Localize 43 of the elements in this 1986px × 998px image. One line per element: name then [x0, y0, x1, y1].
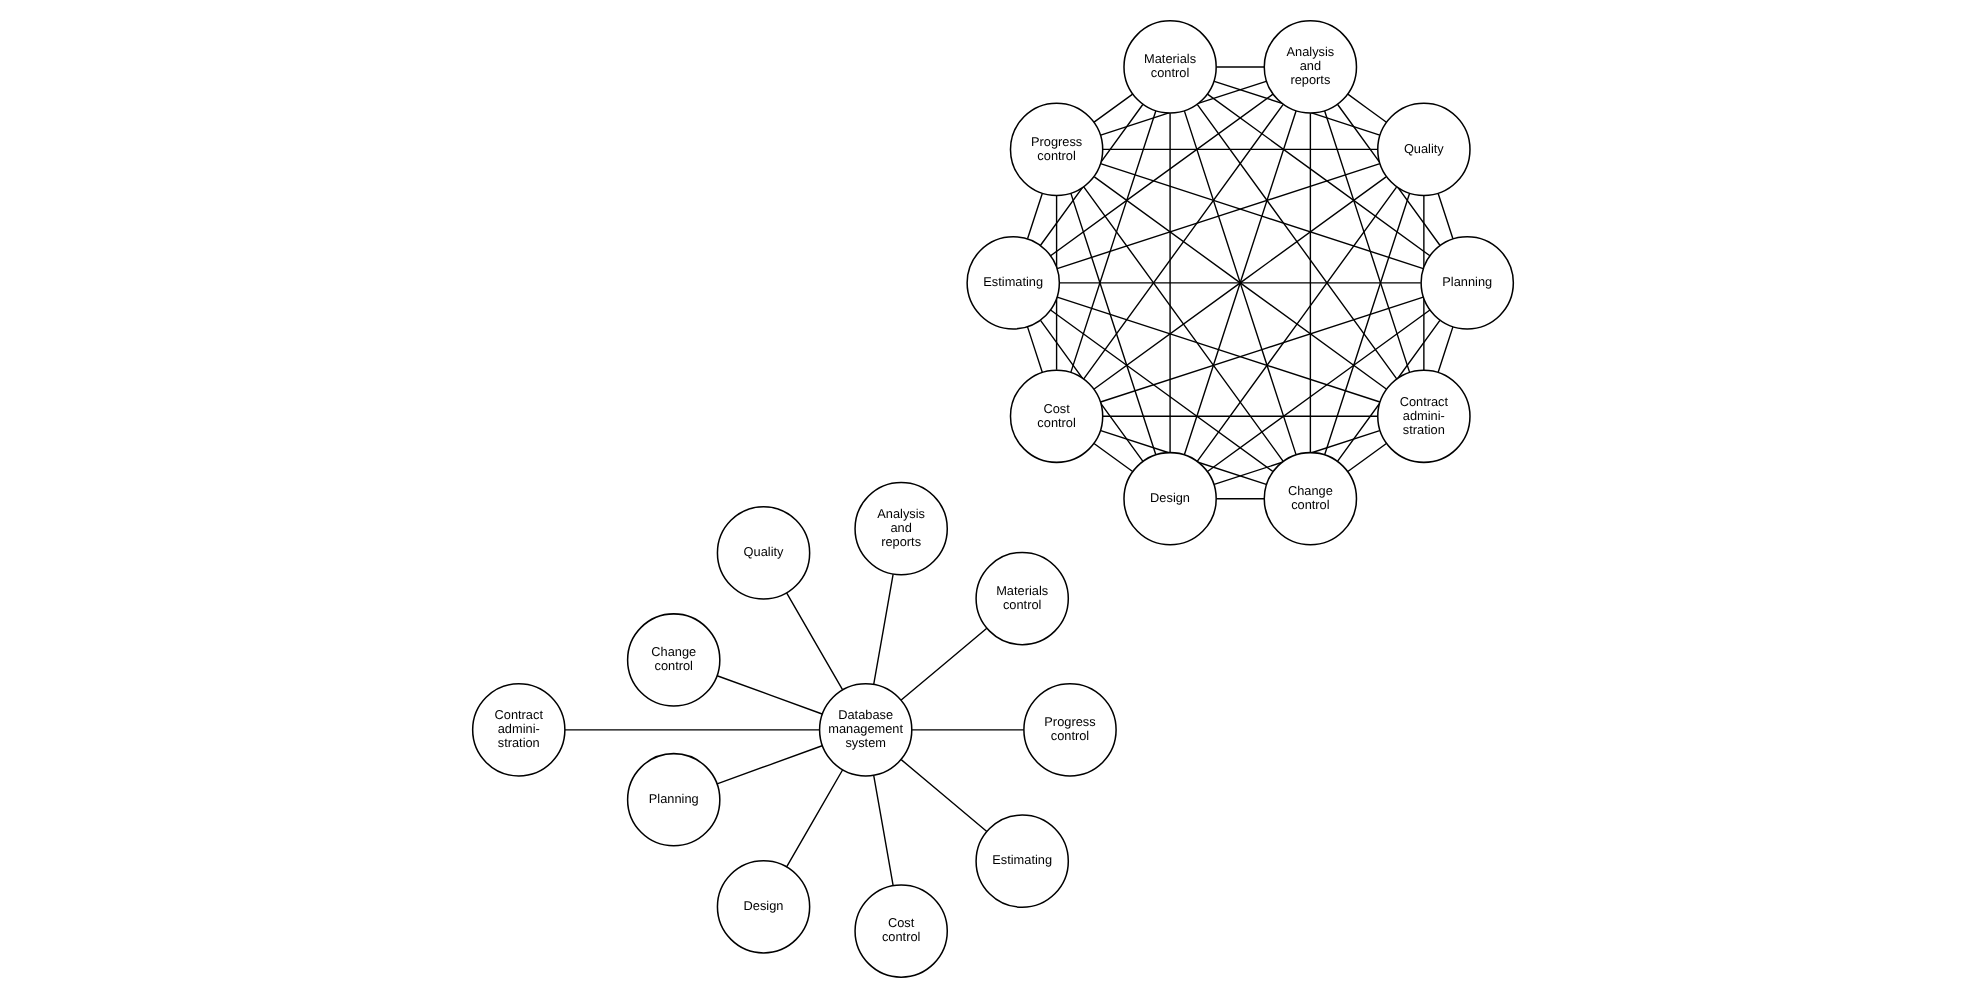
connector — [911, 729, 1025, 731]
connector — [1347, 442, 1388, 473]
connector — [716, 745, 823, 785]
connector — [1169, 112, 1171, 454]
connector — [1183, 110, 1297, 456]
connector — [785, 769, 844, 868]
connector — [1196, 186, 1398, 463]
connector — [873, 573, 894, 685]
connector — [1215, 66, 1265, 68]
connector — [1056, 296, 1381, 403]
connector — [1196, 103, 1398, 380]
connector — [1049, 309, 1274, 473]
connector — [1093, 93, 1134, 123]
connector — [1215, 498, 1265, 500]
connector — [1437, 192, 1454, 240]
connector — [900, 627, 988, 701]
connector — [1083, 186, 1284, 462]
connector — [1058, 282, 1422, 284]
connector — [1026, 192, 1043, 240]
connector — [1026, 326, 1043, 373]
connector — [1083, 103, 1284, 380]
connector — [1102, 148, 1379, 151]
connector — [1099, 296, 1424, 403]
connector — [1323, 110, 1411, 374]
connector — [1437, 326, 1454, 373]
connector — [1206, 309, 1431, 473]
connector — [1102, 415, 1379, 417]
connector — [1070, 192, 1157, 456]
connector — [564, 729, 820, 731]
connector — [1093, 442, 1134, 473]
connector — [1049, 93, 1274, 257]
connector — [1206, 93, 1431, 257]
connector — [1070, 110, 1157, 374]
connector — [785, 592, 844, 691]
connector — [716, 675, 823, 715]
connector — [1093, 176, 1387, 390]
connector — [873, 774, 894, 887]
connector — [1099, 163, 1424, 270]
connector — [1323, 192, 1411, 456]
connector — [1347, 93, 1388, 123]
connector — [900, 758, 988, 833]
connector — [1056, 163, 1381, 270]
connector — [1309, 112, 1312, 454]
